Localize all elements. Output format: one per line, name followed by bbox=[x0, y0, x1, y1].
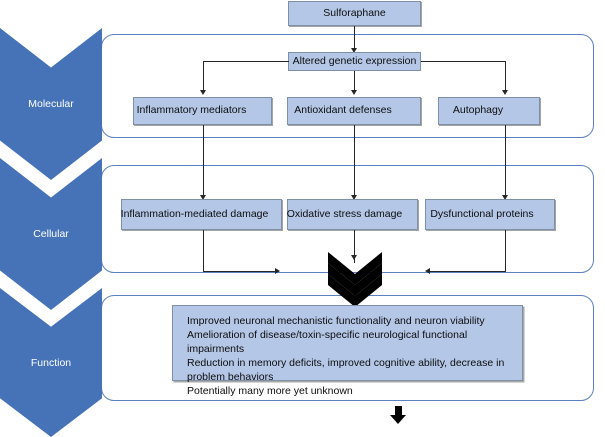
edge-right-merge-horizontal bbox=[430, 271, 506, 272]
edge-right-merge-arrowhead bbox=[425, 268, 430, 274]
node-dysfunctional-proteins[interactable]: Dysfunctional proteins bbox=[425, 199, 555, 230]
outcome-item: Reduction in memory deficits, improved c… bbox=[187, 356, 505, 383]
outcome-item: Improved neuronal mechanistic functional… bbox=[187, 315, 485, 327]
edge-middle-merge-arrowhead bbox=[351, 255, 357, 260]
edge-inflammatory-to-damage-arrowhead bbox=[200, 195, 206, 200]
edge-autophagy-to-dysfunctional bbox=[505, 125, 506, 197]
stage-label-function: Function bbox=[30, 356, 72, 369]
edge-antioxidant-to-oxidative-arrowhead bbox=[351, 195, 357, 200]
edge-inflammatory-to-damage bbox=[203, 125, 204, 197]
node-antioxidant-defenses-label: Antioxidant defenses bbox=[294, 104, 392, 117]
edge-source-to-gene-arrowhead bbox=[351, 48, 357, 53]
merge-triple-chevron-icon bbox=[326, 252, 384, 307]
outcome-item: Amelioration of disease/toxin-specific n… bbox=[187, 328, 468, 355]
edge-left-merge-horizontal bbox=[203, 271, 279, 272]
edge-middle-merge-vertical bbox=[354, 230, 356, 263]
edge-right-merge-vertical bbox=[505, 230, 506, 272]
edge-gene-to-inflammatory bbox=[203, 61, 204, 93]
node-inflammation-mediated-damage[interactable]: Inflammation-mediated damage bbox=[120, 199, 406, 424]
edge-gene-to-antioxidant-arrowhead bbox=[351, 90, 357, 95]
edge-gene-to-inflammatory-arrowhead bbox=[200, 90, 206, 95]
stage-chevron-molecular: Molecular bbox=[0, 28, 102, 180]
node-sulforaphane[interactable]: Sulforaphane bbox=[288, 1, 421, 26]
outcomes-box[interactable]: Improved neuronal mechanistic functional… bbox=[172, 305, 523, 397]
edge-autophagy-to-dysfunctional-arrowhead bbox=[502, 195, 508, 200]
node-autophagy-label: Autophagy bbox=[452, 104, 504, 117]
node-gene-label: Altered genetic expression bbox=[292, 54, 417, 67]
edge-left-merge-arrowhead bbox=[275, 268, 280, 274]
node-oxidative-stress-damage-label: Oxidative stress damage bbox=[286, 207, 403, 220]
edge-gene-to-antioxidant bbox=[354, 71, 355, 93]
edge-gene-bus-left bbox=[203, 61, 289, 62]
node-dysfunctional-proteins-label: Dysfunctional proteins bbox=[430, 207, 534, 220]
node-oxidative-stress-damage[interactable]: Oxidative stress damage bbox=[287, 199, 418, 230]
edge-gene-bus-right bbox=[421, 61, 506, 62]
node-sulforaphane-label: Sulforaphane bbox=[323, 6, 386, 19]
node-antioxidant-defenses[interactable]: Antioxidant defenses bbox=[287, 97, 421, 125]
stage-chevron-cellular: Cellular bbox=[0, 158, 102, 310]
edge-source-to-gene bbox=[354, 26, 355, 50]
edge-gene-to-autophagy-arrowhead bbox=[502, 90, 508, 95]
outcome-item: Potentially many more yet unknown bbox=[187, 384, 353, 397]
edge-left-merge-vertical bbox=[203, 230, 204, 272]
stage-chevron-function: Function bbox=[0, 288, 102, 437]
node-inflammatory-mediators[interactable]: Inflammatory mediators bbox=[133, 97, 395, 218]
node-autophagy[interactable]: Autophagy bbox=[438, 97, 540, 125]
stage-label-cellular: Cellular bbox=[33, 228, 69, 240]
edge-gene-to-autophagy bbox=[505, 61, 506, 93]
stage-label-molecular: Molecular bbox=[28, 98, 74, 110]
node-inflammatory-mediators-label: Inflammatory mediators bbox=[136, 104, 247, 117]
edge-antioxidant-to-oxidative bbox=[354, 125, 355, 197]
node-inflammation-mediated-damage-label: Inflammation-mediated damage bbox=[120, 207, 269, 220]
node-altered-genetic-expression[interactable]: Altered genetic expression bbox=[288, 52, 421, 71]
